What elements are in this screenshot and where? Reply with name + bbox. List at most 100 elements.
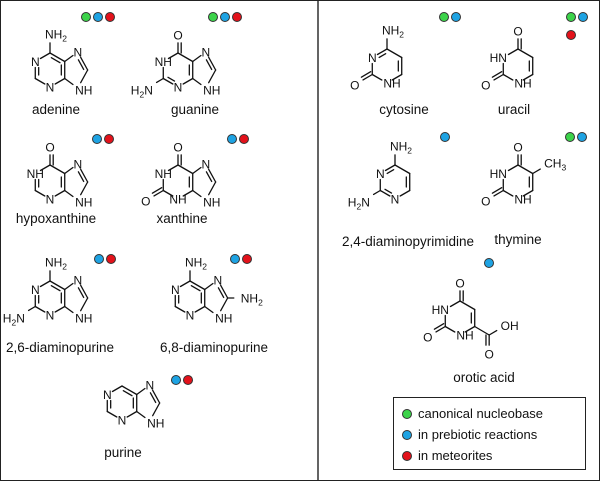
atom-label: NH <box>169 193 186 207</box>
dot-prebiotic-icon <box>94 254 104 264</box>
bond <box>54 305 66 313</box>
bond <box>507 48 519 56</box>
bond <box>204 305 214 314</box>
molecule-name-diaminopurine68: 6,8-diaminopurine <box>159 340 269 355</box>
bond <box>64 189 74 198</box>
bond <box>27 305 36 312</box>
legend-label: in prebiotic reactions <box>418 427 538 442</box>
dot-meteorite-icon <box>183 375 193 385</box>
double-bond <box>50 57 61 64</box>
bond <box>162 77 174 85</box>
bond <box>192 166 202 175</box>
dot-prebiotic-icon <box>451 12 461 22</box>
atom-label: NH2 <box>185 255 207 271</box>
bond <box>220 284 229 299</box>
double-bond <box>384 188 393 194</box>
atom-label: O <box>481 79 490 93</box>
bond <box>379 189 391 197</box>
bond <box>49 52 66 63</box>
bond <box>507 164 519 172</box>
atom-label: NH <box>155 55 172 69</box>
atom-label: NH <box>514 77 531 91</box>
atom-label: O <box>513 24 522 38</box>
molecule-name-thymine: thymine <box>494 232 542 247</box>
molecule-name-orotic: orotic acid <box>453 370 515 385</box>
bond <box>64 282 74 291</box>
double-bond <box>149 392 157 404</box>
dot-canonical-icon <box>81 12 91 22</box>
bond <box>39 164 51 172</box>
atom-label: OH <box>501 319 519 333</box>
double-bond <box>491 71 503 78</box>
bond <box>192 189 202 198</box>
atom-label: N <box>31 283 40 297</box>
bond <box>208 69 217 84</box>
legend-item-meteorite: in meteorites <box>402 445 585 466</box>
atom-label: HN <box>490 51 507 65</box>
atom-label: N <box>186 309 195 323</box>
bond <box>64 77 74 86</box>
atom-label: NH2 <box>241 292 263 308</box>
atom-label: O <box>173 28 182 42</box>
atom-label: N <box>376 167 385 181</box>
atom-label: NH <box>27 167 44 181</box>
double-bond <box>386 169 395 175</box>
dot-prebiotic-icon <box>577 132 587 142</box>
bond <box>39 280 51 288</box>
double-bond <box>205 59 213 71</box>
atom-label: N <box>201 158 210 172</box>
bond <box>394 164 411 175</box>
dot-canonical-icon <box>566 12 576 22</box>
atom-label: N <box>391 193 400 207</box>
atom-label: N <box>201 46 210 60</box>
atom-label: O <box>455 276 464 290</box>
atom-label: O <box>423 331 432 345</box>
bond <box>386 48 403 59</box>
bond <box>208 56 217 71</box>
bond <box>493 73 504 81</box>
atom-label: NH <box>514 193 531 207</box>
double-bond <box>190 285 201 292</box>
bond <box>49 164 66 175</box>
dot-row-hypoxanthine <box>92 134 116 145</box>
atom-label: NH2 <box>390 139 412 155</box>
atom-label: N <box>174 81 183 95</box>
bond <box>80 181 89 196</box>
atom-label: N <box>46 81 55 95</box>
bond <box>474 325 490 336</box>
atom-label: H2N <box>131 84 153 100</box>
atom-label: N <box>103 388 112 402</box>
bond <box>371 73 383 81</box>
molecule-name-diaminopyrimidine: 2,4-diaminopyrimidine <box>341 234 475 249</box>
dot-row-diaminopurine26 <box>94 254 118 265</box>
atom-label: O <box>141 195 150 209</box>
dot-prebiotic-icon <box>93 12 103 22</box>
bond <box>34 305 46 313</box>
bond <box>80 168 89 183</box>
dot-canonical-icon <box>208 12 218 22</box>
bond <box>517 164 534 175</box>
atom-label: NH <box>75 83 92 97</box>
dot-prebiotic-icon <box>220 12 230 22</box>
double-bond <box>360 71 372 78</box>
dot-row-purine <box>171 375 195 386</box>
dot-row-uracil <box>566 12 600 40</box>
double-bond <box>217 287 225 299</box>
double-bond <box>491 187 503 194</box>
bond <box>80 56 89 71</box>
atom-label: O <box>485 348 494 362</box>
double-bond <box>151 187 163 194</box>
double-bond <box>122 390 133 397</box>
bond <box>522 73 534 81</box>
legend-dot-prebiotic-icon <box>402 430 412 440</box>
atom-label: N <box>73 46 82 60</box>
bond <box>493 189 504 197</box>
